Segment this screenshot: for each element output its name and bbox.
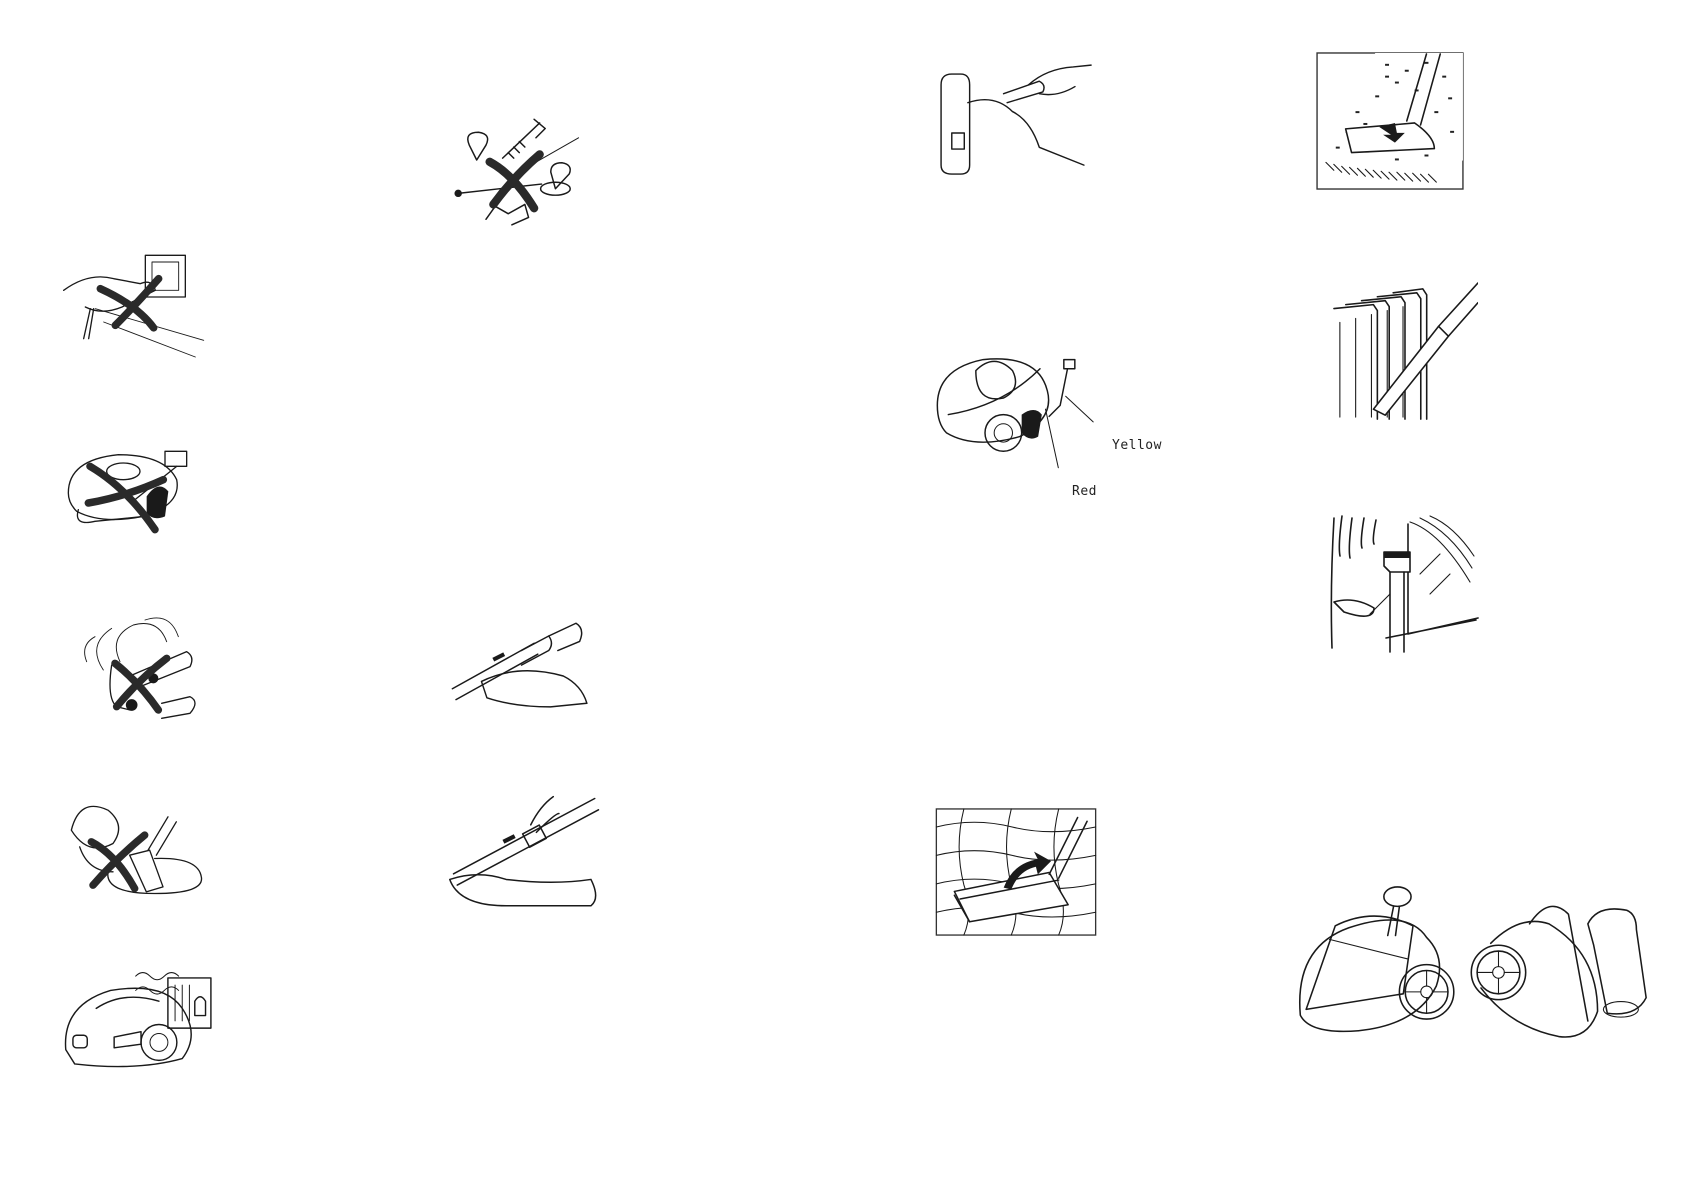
cord-label-red: Red — [1072, 484, 1097, 499]
dust-container-removal-icon — [1296, 885, 1666, 1055]
cord-over-vacuum-prohibited-icon — [60, 438, 210, 538]
telescopic-tube-connect-icon — [446, 616, 606, 716]
nozzle-attach-icon — [446, 784, 606, 909]
cigarette-ash-prohibited-icon — [70, 610, 220, 730]
pull-plug-by-cord-prohibited-icon — [62, 248, 212, 366]
cord-label-yellow: Yellow — [1112, 438, 1162, 453]
hose-insert-icon — [930, 58, 1095, 183]
vacuum-near-heater-icon — [58, 960, 233, 1072]
cord-rewind-vacuum-icon — [930, 350, 1095, 470]
carpet-brush-icon — [1316, 52, 1464, 190]
sharp-objects-prohibited-icon — [448, 110, 598, 235]
crevice-tool-radiator-icon — [1330, 282, 1478, 422]
upholstery-tool-curtain-icon — [1330, 514, 1480, 654]
hard-floor-brush-icon — [935, 808, 1097, 936]
liquid-spill-prohibited-icon — [58, 795, 208, 907]
